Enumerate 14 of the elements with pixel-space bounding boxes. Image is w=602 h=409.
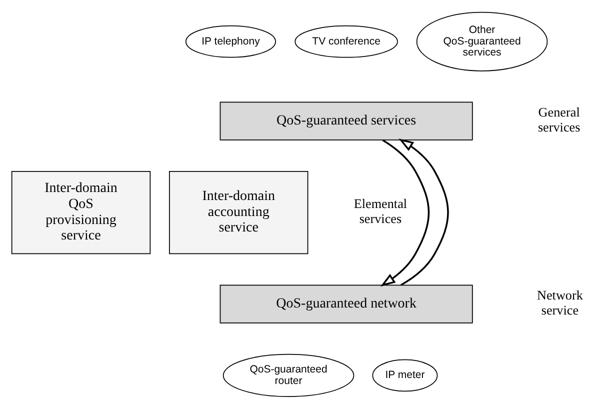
- label: Elemental services: [354, 196, 408, 226]
- arrow: [380, 139, 430, 286]
- arrow: [398, 138, 449, 286]
- label: General services: [538, 104, 580, 135]
- node-ellipse: IP meter: [372, 359, 438, 392]
- node-box: QoS-guaranteed services: [220, 102, 473, 140]
- label: Network service: [536, 288, 583, 318]
- node-ellipse: Other QoS-guaranteed services: [416, 12, 548, 72]
- node-ellipse: IP telephony: [185, 25, 276, 58]
- node-box: QoS-guaranteed network: [220, 284, 473, 324]
- node-box: Inter-domain accounting service: [169, 170, 308, 254]
- node-ellipse: TV conference: [294, 25, 398, 58]
- node-box: Inter-domain QoS provisioning service: [11, 170, 151, 254]
- node-ellipse: QoS-guaranteed router: [222, 354, 354, 397]
